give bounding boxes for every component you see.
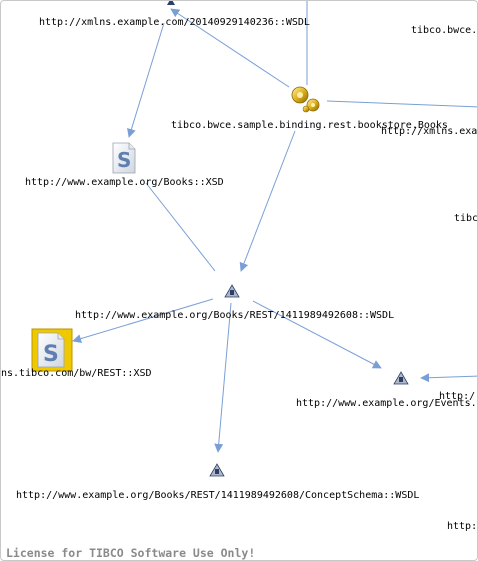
rest-wsdl-icon[interactable] [224, 284, 240, 298]
label-right-http-b: http: [447, 521, 478, 532]
rest-xsd-icon-selected[interactable]: S [31, 328, 73, 372]
label-right-tibc: tibc [454, 213, 478, 224]
books-xsd-icon[interactable]: S [112, 142, 136, 174]
edge-binding-to-rest-wsdl [239, 130, 296, 272]
edge-right-to-events [420, 373, 477, 383]
label-right-top: tibco.bwce. [411, 25, 478, 36]
label-right-http-a: http:/ [439, 391, 476, 402]
label-events-wsdl: http://www.example.org/Events. [296, 398, 477, 409]
wsdl-top-icon[interactable] [167, 1, 175, 5]
label-right-xmlns: http://xmlns.exa [381, 126, 478, 137]
label-books-xsd: http://www.example.org/Books::XSD [25, 177, 224, 188]
edge-rest-wsdl-to-rest-xsd [72, 298, 214, 343]
label-rest-xsd: ns.tibco.com/bw/REST::XSD [1, 368, 152, 379]
label-books-binding: tibco.bwce.sample.binding.rest.bookstore… [171, 120, 448, 131]
edge-binding-right [326, 100, 477, 108]
edge-rest-wsdl-to-books-xsd [145, 182, 216, 272]
license-watermark: License for TIBCO Software Use Only! [6, 546, 256, 560]
label-concept-wsdl: http://www.example.org/Books/REST/141198… [16, 490, 420, 501]
label-rest-wsdl: http://www.example.org/Books/REST/141198… [75, 310, 395, 321]
svg-text:S: S [117, 148, 131, 172]
edge-binding-to-wsdl-top [170, 8, 290, 88]
edge-rest-wsdl-to-events [252, 300, 382, 369]
binding-gears-icon[interactable] [291, 86, 320, 113]
edge-rest-wsdl-to-concept [214, 302, 232, 453]
concept-wsdl-icon[interactable] [209, 463, 225, 477]
events-wsdl-icon[interactable] [393, 371, 409, 385]
label-wsdl-top: http://xmlns.example.com/20140929140236:… [39, 17, 310, 28]
edges [72, 1, 477, 453]
edge-wsdl-top-to-books-xsd [127, 22, 165, 138]
svg-text:S: S [43, 342, 59, 367]
